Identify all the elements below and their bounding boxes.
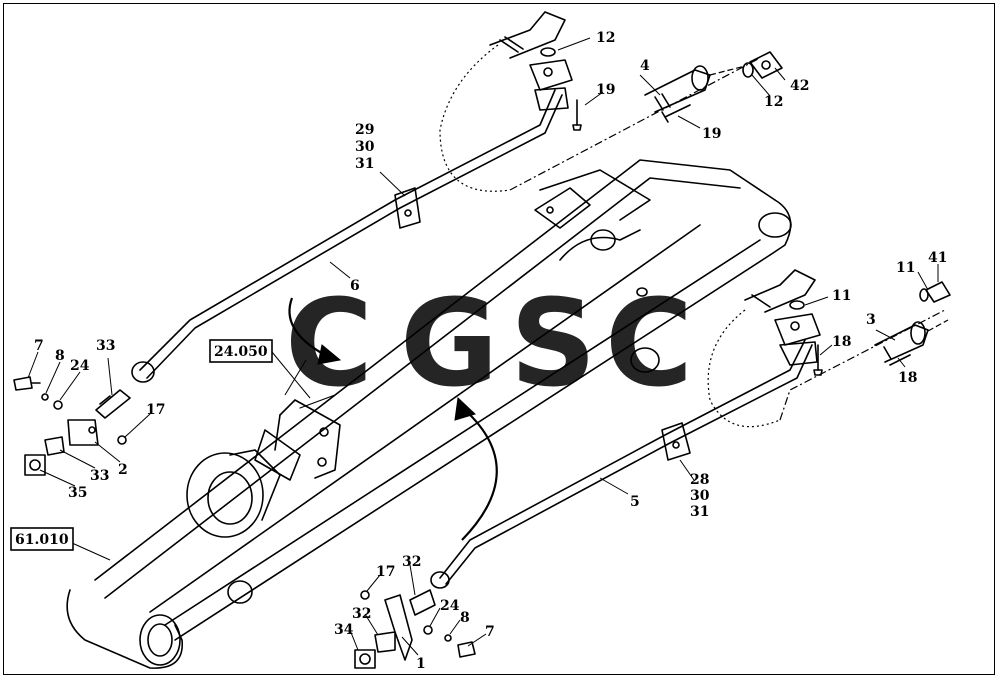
leader-lines (27, 37, 939, 656)
callout-17: 17 (376, 564, 395, 580)
callout-32: 32 (402, 554, 421, 570)
pin-assembly-upper (644, 51, 783, 123)
callout-18: 18 (832, 334, 851, 350)
callout-5: 5 (630, 494, 640, 510)
callout-33: 33 (96, 338, 115, 354)
fitting-group-bottom (354, 589, 476, 669)
callout-30: 30 (355, 139, 375, 155)
callout-17: 17 (146, 402, 165, 418)
callout-24: 24 (440, 598, 460, 614)
upper-pipe (131, 11, 582, 383)
callout-34: 34 (334, 622, 354, 638)
callout-42: 42 (790, 78, 809, 94)
reference-label: 24.050 (214, 344, 268, 360)
callout-7: 7 (34, 338, 44, 354)
watermark-letter: C (285, 275, 373, 414)
callout-8: 8 (460, 610, 470, 626)
watermark-letter: G (400, 275, 499, 414)
callout-33: 33 (90, 468, 109, 484)
callout-28: 28 (690, 472, 709, 488)
direction-arrows (288, 297, 498, 541)
watermark-letter: C (605, 275, 693, 414)
callout-11: 11 (896, 260, 915, 276)
callout-1: 1 (416, 656, 426, 672)
reference-label: 61.010 (15, 532, 69, 548)
reference-box-61010: 61.010 (10, 527, 74, 551)
fitting-group-left (13, 376, 131, 476)
callout-3: 3 (866, 312, 876, 328)
callout-31: 31 (690, 504, 709, 520)
callout-41: 41 (928, 250, 947, 266)
watermark: C G S C (285, 275, 693, 414)
callout-2: 2 (118, 462, 128, 478)
part-callouts: 12 19 29 30 31 6 4 12 42 19 11 41 3 11 1… (34, 30, 947, 672)
pin-assembly-lower (874, 281, 951, 366)
reference-box-24050: 24.050 (209, 339, 311, 399)
callout-30: 30 (690, 488, 710, 504)
callout-19: 19 (596, 82, 615, 98)
callout-12: 12 (596, 30, 615, 46)
callout-29: 29 (355, 122, 374, 138)
callout-35: 35 (68, 485, 87, 501)
hydraulic-cylinder (186, 394, 341, 538)
callout-12: 12 (764, 94, 783, 110)
watermark-letter: S (510, 275, 596, 414)
callout-8: 8 (55, 348, 65, 364)
callout-31: 31 (355, 156, 374, 172)
callout-24: 24 (70, 358, 90, 374)
callout-32: 32 (352, 606, 371, 622)
callout-4: 4 (640, 58, 650, 74)
lower-pipe (430, 269, 823, 589)
boom-arm (66, 159, 792, 669)
callout-11: 11 (832, 288, 851, 304)
callout-18: 18 (898, 370, 917, 386)
assembly-guide-lines (439, 44, 949, 428)
callout-6: 6 (350, 278, 360, 294)
callout-7: 7 (485, 624, 495, 640)
callout-19: 19 (702, 126, 721, 142)
